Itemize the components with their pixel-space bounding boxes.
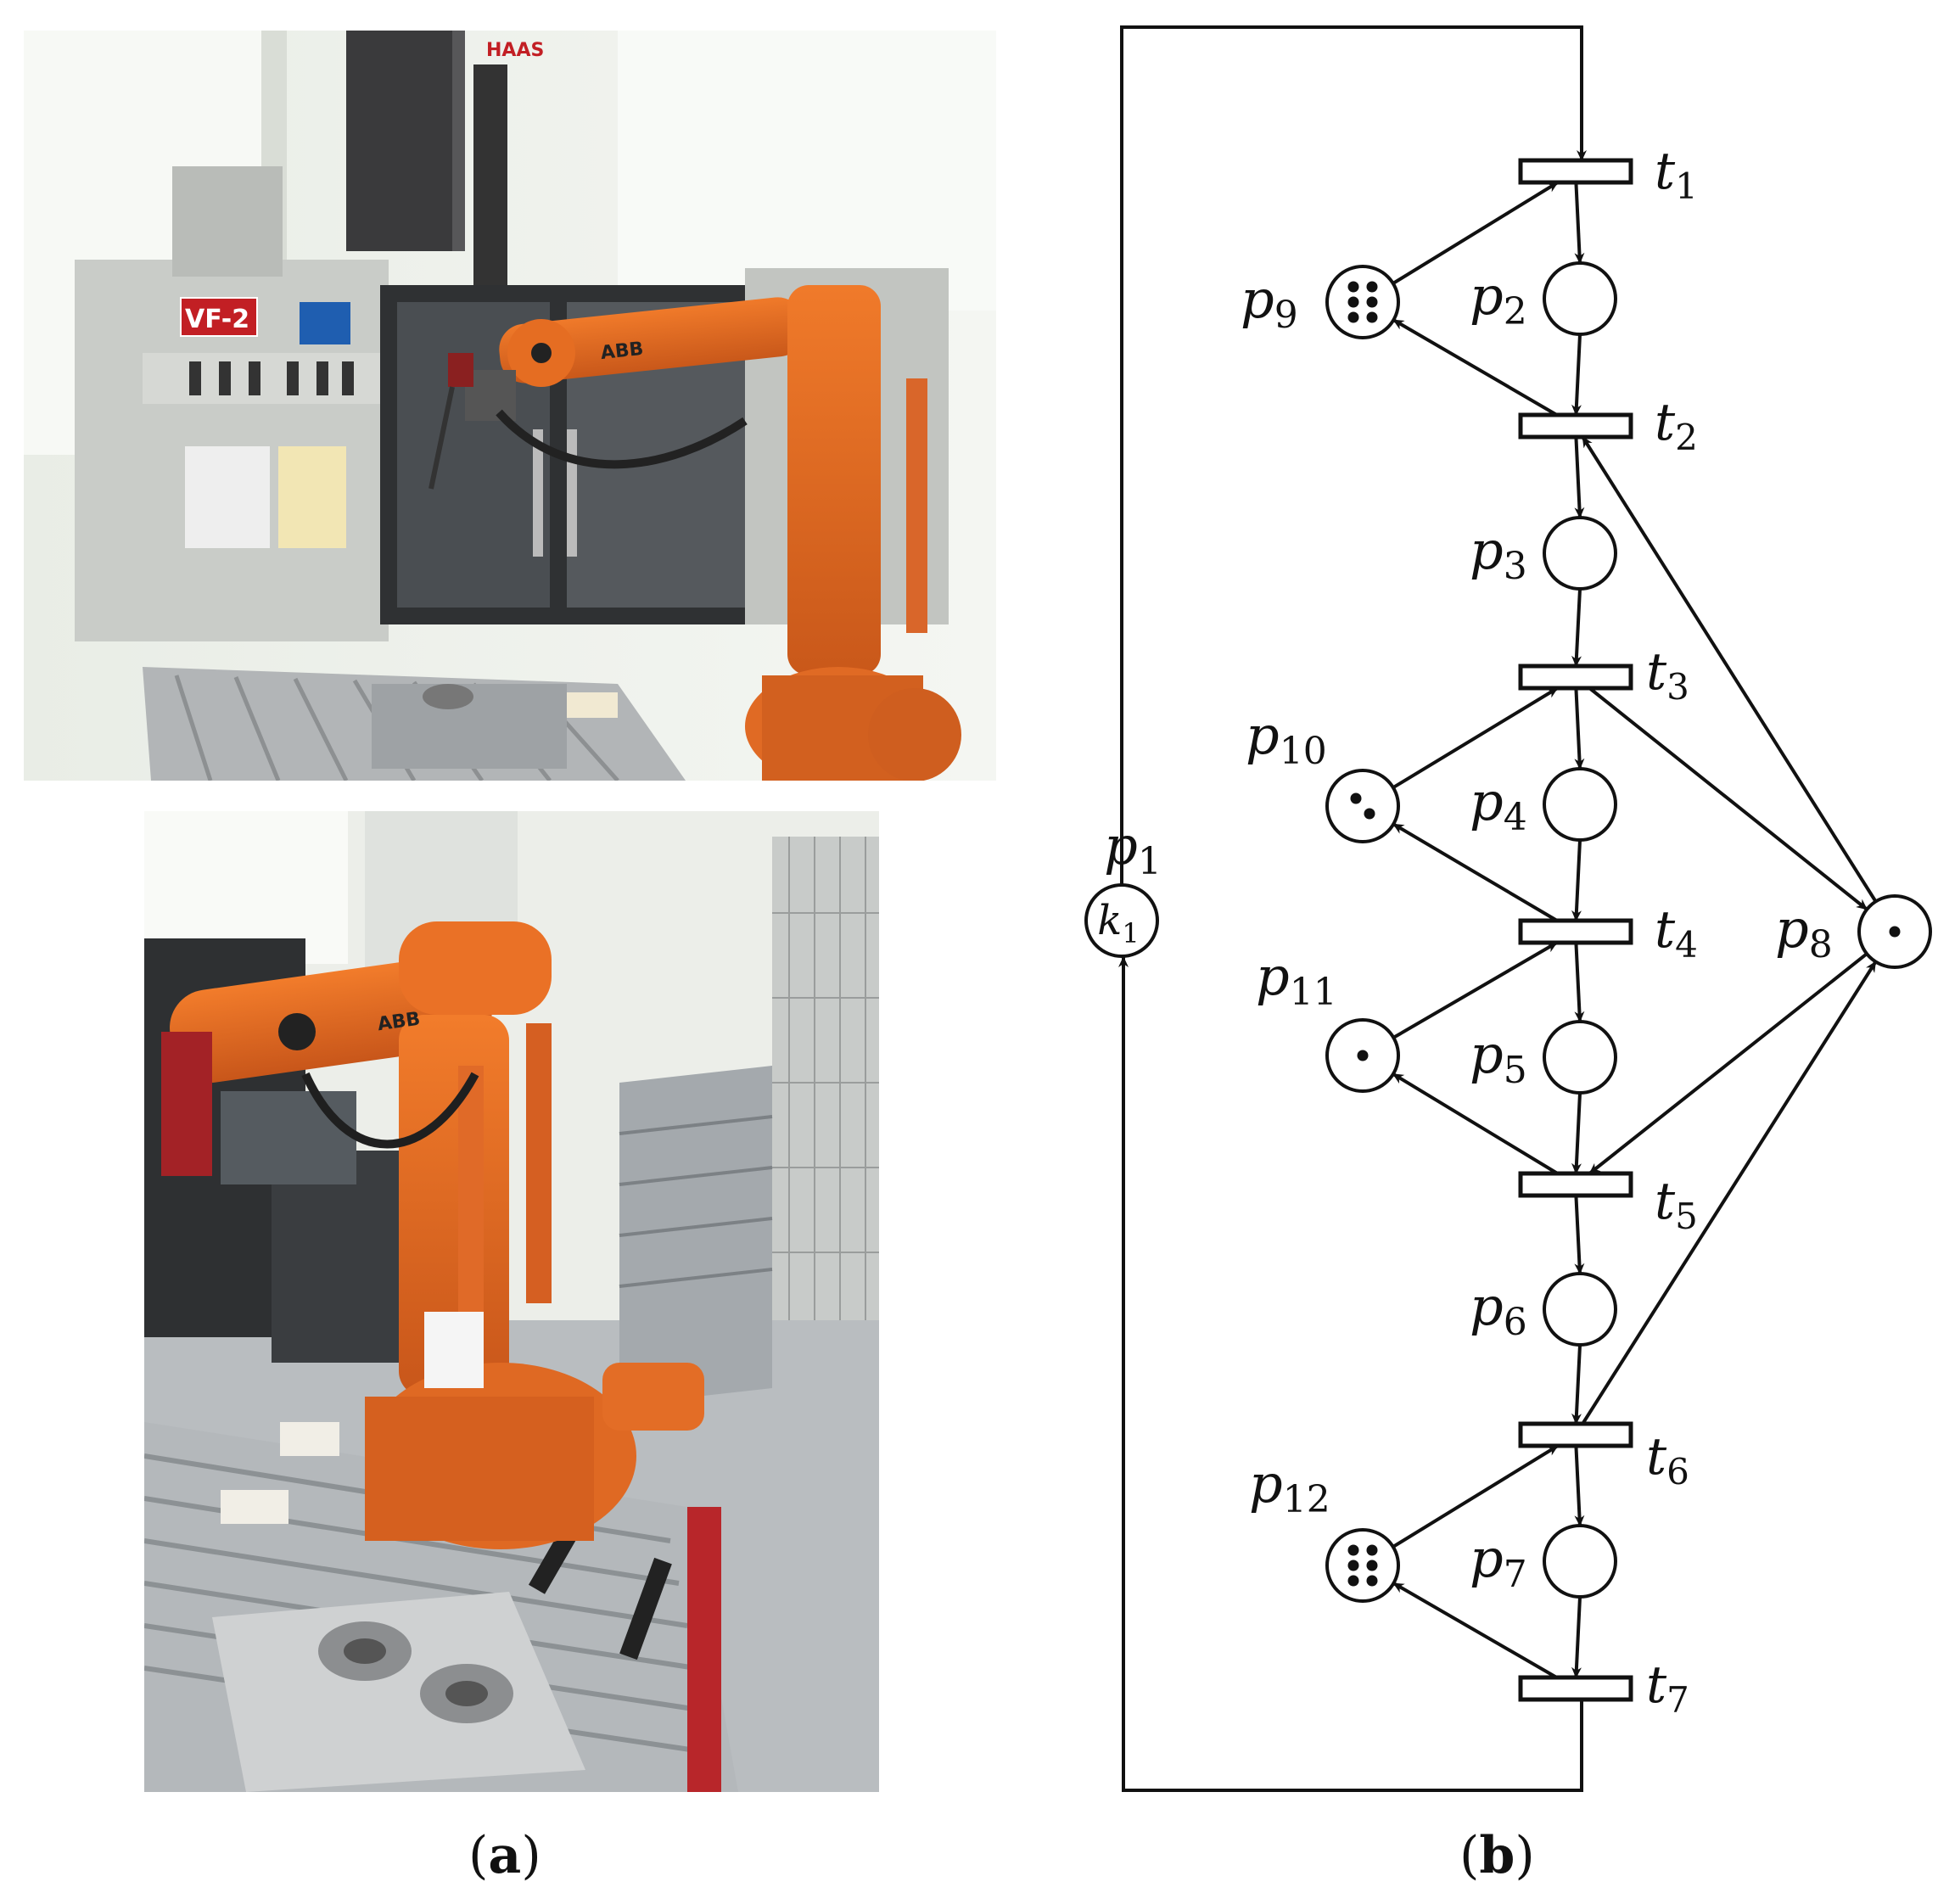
label-t5: t5: [1655, 1172, 1698, 1237]
arc-t5-p6: [1574, 1195, 1585, 1274]
arc-t3-p8: [1588, 686, 1868, 911]
place-p9: [1325, 265, 1400, 339]
label-t2: t2: [1655, 393, 1698, 458]
arc-t2-p3: [1574, 436, 1585, 518]
label-t3: t3: [1646, 642, 1689, 708]
place-p6: [1543, 1272, 1617, 1347]
token-p12-3: [1347, 1560, 1359, 1571]
token-p12-5: [1347, 1575, 1359, 1587]
token-p12-4: [1366, 1560, 1378, 1571]
photo-robot-cnc-cell: ABB HAAS VF-2: [24, 31, 996, 781]
arc-p2-t2: [1571, 333, 1582, 416]
token-p8-1: [1889, 926, 1901, 938]
token-p9-1: [1347, 281, 1359, 293]
arc-p5-t5: [1571, 1092, 1582, 1174]
label-p7: p7: [1470, 1527, 1527, 1596]
arc-t4-p10: [1392, 822, 1559, 922]
transition-t4: [1518, 918, 1633, 945]
label-p1: p1: [1104, 815, 1162, 883]
token-p10-1: [1350, 792, 1362, 804]
photo-robot-workbench: ABB: [144, 811, 879, 1792]
token-p12-6: [1366, 1575, 1378, 1587]
token-p9-6: [1366, 311, 1378, 323]
label-p10: p10: [1246, 704, 1327, 773]
arc-p9-t1: [1392, 181, 1559, 285]
robot-brand-top: ABB: [600, 339, 645, 364]
place-p5: [1543, 1020, 1617, 1095]
arc-t6-p7: [1574, 1445, 1585, 1526]
arc-p6-t6: [1571, 1344, 1582, 1425]
transition-t2: [1518, 412, 1633, 440]
arc-p1-t1: [1120, 25, 1587, 885]
arc-t7-p1: [1118, 956, 1583, 1792]
arc-p10-t3: [1392, 686, 1559, 789]
label-p6: p6: [1470, 1275, 1527, 1344]
place-p3: [1543, 516, 1617, 591]
label-p5: p5: [1470, 1023, 1527, 1092]
place-p4: [1543, 767, 1617, 842]
transition-t6: [1518, 1421, 1633, 1448]
label-p2: p2: [1470, 265, 1527, 333]
label-p3: p3: [1470, 519, 1527, 588]
place-p1: [1084, 883, 1159, 958]
label-t4: t4: [1655, 900, 1698, 966]
label-p9: p9: [1241, 268, 1298, 337]
transition-t7: [1518, 1675, 1633, 1702]
token-p12-2: [1366, 1544, 1378, 1556]
place-p12: [1325, 1528, 1400, 1603]
label-p8: p8: [1775, 898, 1833, 966]
place-p10: [1325, 769, 1400, 843]
place-p7: [1543, 1524, 1617, 1599]
caption-b: (b): [1459, 1826, 1535, 1885]
arc-t4-p5: [1574, 942, 1585, 1022]
arc-p3-t3: [1571, 588, 1582, 667]
label-t7: t7: [1646, 1655, 1689, 1721]
arc-t3-p4: [1574, 687, 1585, 770]
arc-t7-p12: [1392, 1582, 1558, 1679]
label-t6: t6: [1646, 1427, 1689, 1492]
token-p12-1: [1347, 1544, 1359, 1556]
arc-p7-t7: [1571, 1596, 1582, 1678]
place-p2: [1543, 261, 1617, 336]
token-p9-4: [1366, 296, 1378, 308]
token-p11-1: [1357, 1050, 1369, 1061]
transition-t3: [1518, 664, 1633, 691]
label-p11: p11: [1256, 945, 1337, 1014]
transition-t1: [1518, 158, 1633, 185]
arc-t5-p11: [1392, 1072, 1559, 1175]
label-t1: t1: [1655, 142, 1698, 207]
transition-t5: [1518, 1171, 1633, 1198]
machine-model: VF-2: [185, 305, 249, 334]
caption-a: (a): [468, 1826, 541, 1885]
arc-p12-t6: [1392, 1444, 1559, 1548]
arc-t1-p2: [1574, 182, 1585, 264]
arc-p11-t4: [1392, 941, 1558, 1039]
machine-brand: HAAS: [486, 40, 544, 61]
label-p4: p4: [1470, 770, 1527, 839]
arc-t2-p9: [1392, 318, 1558, 417]
token-p9-2: [1366, 281, 1378, 293]
label-p12: p12: [1249, 1453, 1330, 1521]
token-p9-5: [1347, 311, 1359, 323]
arc-t6-p8: [1581, 960, 1878, 1425]
arc-p8-t2: [1581, 435, 1878, 903]
arc-p4-t4: [1571, 839, 1582, 921]
arc-p8-t5: [1588, 952, 1868, 1175]
token-p9-3: [1347, 296, 1359, 308]
token-p10-2: [1364, 808, 1375, 820]
